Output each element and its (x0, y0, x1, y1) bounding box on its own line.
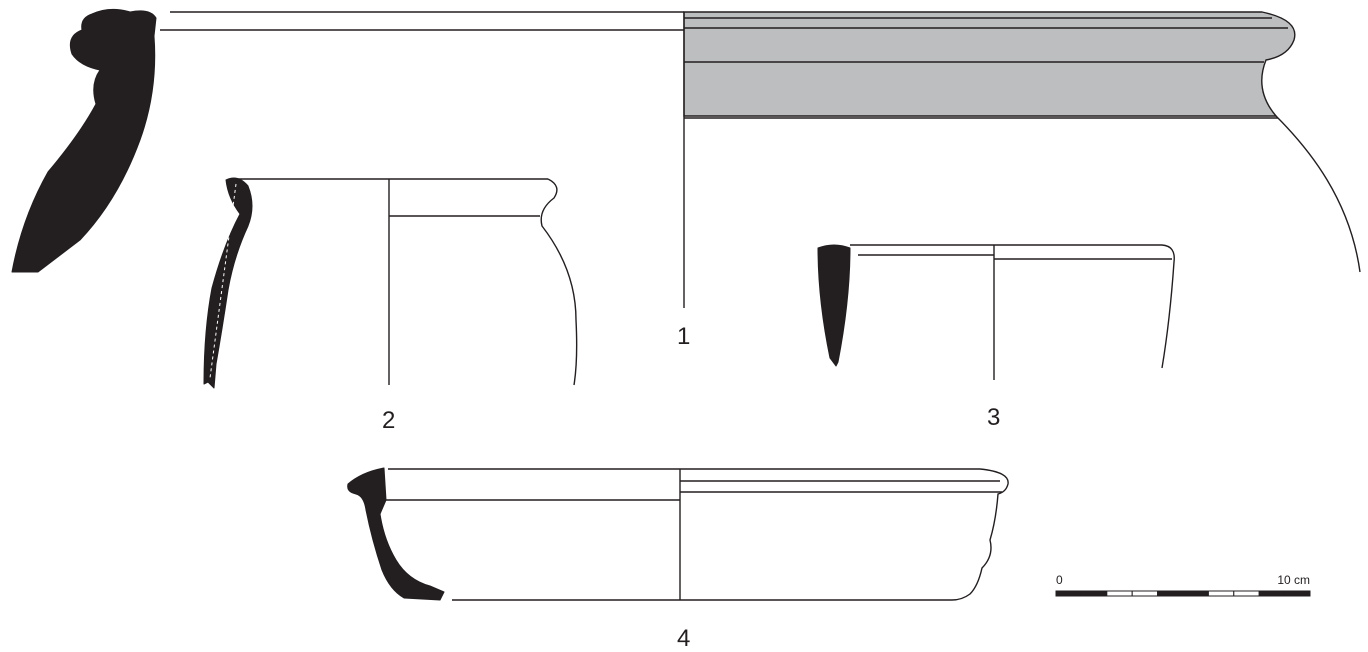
scale-bar-segment (1258, 590, 1286, 597)
scale-bar (1055, 590, 1311, 597)
scale-bar-segment (1284, 590, 1311, 597)
vessel-1-section (11, 8, 157, 273)
vessel-2-section (203, 177, 253, 389)
vessel-1-drawing (11, 8, 1361, 308)
vessel-2-section-highlight (209, 183, 237, 379)
vessel-2-drawing (203, 177, 578, 389)
scale-bar-segment (1182, 590, 1209, 597)
scale-label-start: 0 (1056, 573, 1063, 587)
vessel-3-drawing (817, 244, 1175, 380)
figure-label-1: 1 (677, 323, 690, 350)
vessel-2-body-outline (540, 178, 578, 386)
scale-bar-segment (1080, 590, 1108, 597)
vessel-4-drawing (347, 467, 1009, 601)
vessel-4-section (347, 467, 445, 601)
vessel-3-section (817, 244, 851, 367)
figure-label-2: 2 (382, 407, 395, 434)
scale-bar-segment (1233, 590, 1260, 597)
scale-bar-segment (1055, 590, 1082, 597)
scale-label-end: 10 cm (1277, 573, 1310, 587)
scale-bar-segment (1157, 590, 1184, 597)
figure-label-4: 4 (677, 625, 690, 652)
vessel-1-body-outline (1275, 115, 1361, 273)
vessel-4-body-outline (951, 468, 1009, 601)
scale-bar-segment (1131, 590, 1159, 597)
scale-bar-segment (1106, 590, 1133, 597)
vessel-1-rim-band (683, 11, 1296, 117)
vessel-3-body-outline (1161, 244, 1175, 369)
figure-label-3: 3 (987, 404, 1000, 431)
scale-bar-segment (1207, 590, 1235, 597)
